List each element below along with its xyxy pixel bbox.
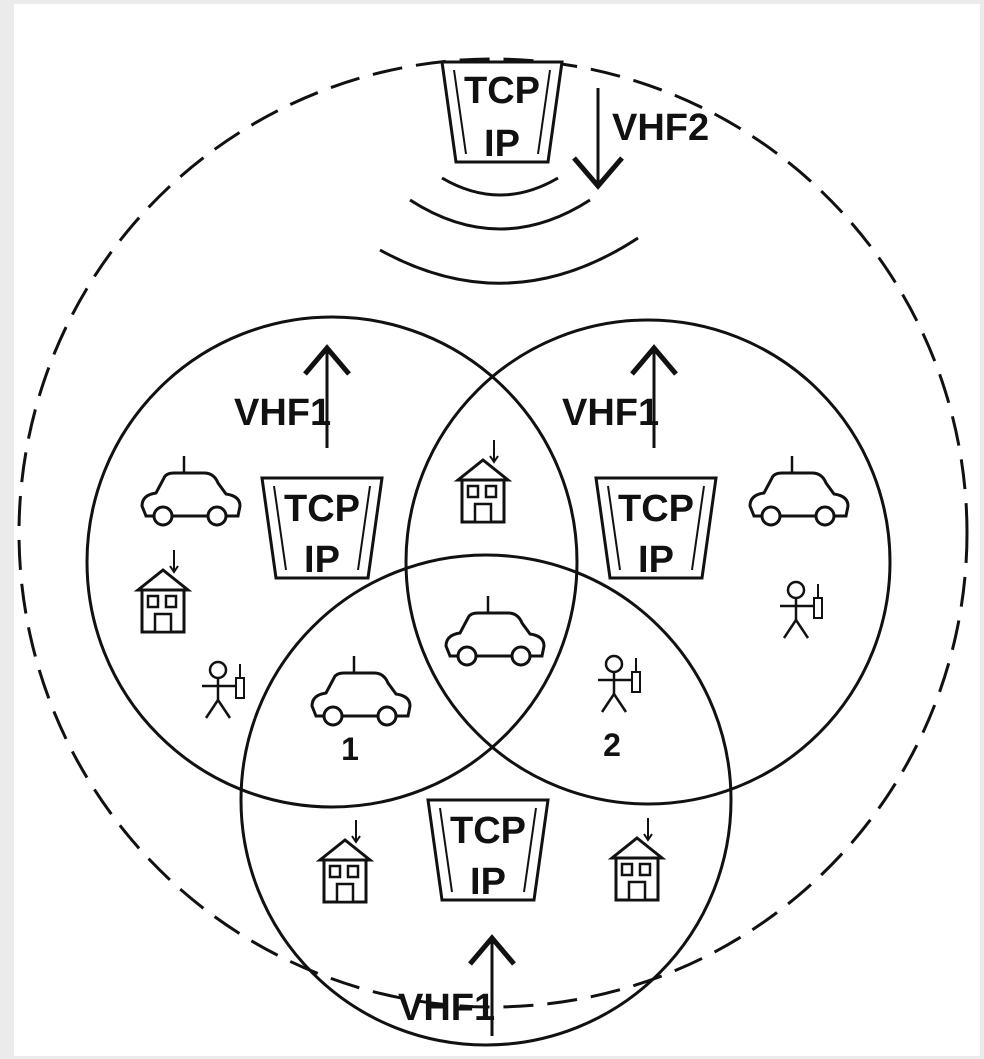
vhf1-up-arrow-left <box>303 344 351 448</box>
cluster-right: VHF1 TCP IP <box>562 344 850 640</box>
vhf2-label: VHF2 <box>612 107 709 149</box>
cluster-circle-right <box>404 318 892 806</box>
vhf2-down-arrow <box>572 88 624 190</box>
cluster-circle-left <box>85 315 579 809</box>
cluster-left-vhf1-label: VHF1 <box>234 392 331 434</box>
cluster-bottom-node-line2: IP <box>470 861 506 903</box>
cluster-bottom: TCP IP VHF1 <box>318 798 664 1036</box>
vhf1-up-arrow-bottom <box>468 934 516 1036</box>
top-node: TCP IP VHF2 <box>379 60 709 285</box>
cluster-left: VHF1 TCP IP <box>136 344 384 720</box>
overlap-label-2: 2 <box>603 727 621 763</box>
overlap-label-1: 1 <box>341 731 359 767</box>
cluster-bottom-vhf1-label: VHF1 <box>398 987 495 1029</box>
cluster-right-node-line2: IP <box>638 539 674 581</box>
radio-waves-icon <box>379 176 639 285</box>
top-node-line1: TCP <box>464 70 540 112</box>
cluster-bottom-node-line1: TCP <box>450 810 526 852</box>
cluster-right-vhf1-label: VHF1 <box>562 392 659 434</box>
top-node-line2: IP <box>484 123 520 165</box>
outer-coverage-area <box>17 57 969 1009</box>
overlap-elements: 1 2 <box>310 438 642 767</box>
cluster-right-node-line1: TCP <box>618 488 694 530</box>
vhf1-up-arrow-right <box>630 344 678 448</box>
cluster-left-node-line1: TCP <box>284 488 360 530</box>
cluster-circle-bottom <box>239 553 733 1047</box>
cluster-left-node-line2: IP <box>304 539 340 581</box>
